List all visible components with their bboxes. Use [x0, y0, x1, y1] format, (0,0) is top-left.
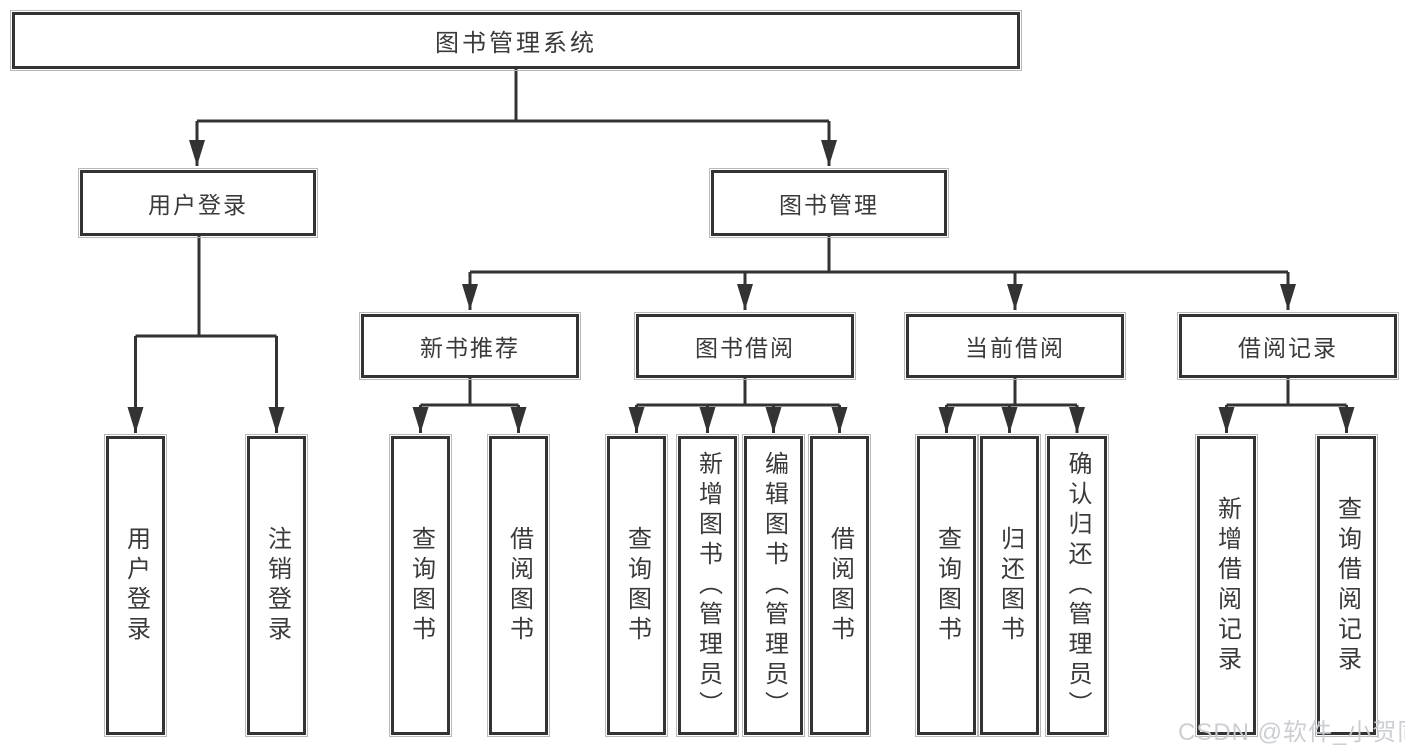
leaf-query-books-recommend: 查询图书	[389, 434, 452, 737]
leaf-query-books-current: 查询图书	[915, 434, 978, 737]
node-book-management: 图书管理	[709, 168, 949, 238]
leaf-borrow-books-borrow: 借阅图书	[808, 434, 871, 737]
leaf-confirm-return-admin: 确认归还（管理员）	[1045, 434, 1109, 737]
leaf-borrow-books-recommend: 借阅图书	[487, 434, 550, 737]
node-library-management-system: 图书管理系统	[10, 10, 1022, 71]
node-new-book-recommendation: 新书推荐	[359, 312, 581, 380]
leaf-return-book: 归还图书	[978, 434, 1041, 737]
leaf-logout: 注销登录	[245, 434, 308, 737]
csdn-watermark: CSDN @软件_小贺同学	[1178, 719, 1405, 746]
leaf-edit-book-admin: 编辑图书（管理员）	[742, 434, 805, 737]
leaf-query-borrow-record: 查询借阅记录	[1315, 434, 1378, 737]
leaf-query-books-borrow: 查询图书	[605, 434, 668, 737]
node-book-borrowing: 图书借阅	[634, 312, 856, 380]
leaf-add-book-admin: 新增图书（管理员）	[676, 434, 739, 737]
node-borrowing-records: 借阅记录	[1177, 312, 1399, 380]
leaf-user-login: 用户登录	[104, 434, 167, 737]
node-current-borrowing: 当前借阅	[904, 312, 1126, 380]
node-user-login: 用户登录	[78, 168, 318, 238]
leaf-add-borrow-record: 新增借阅记录	[1195, 434, 1258, 737]
